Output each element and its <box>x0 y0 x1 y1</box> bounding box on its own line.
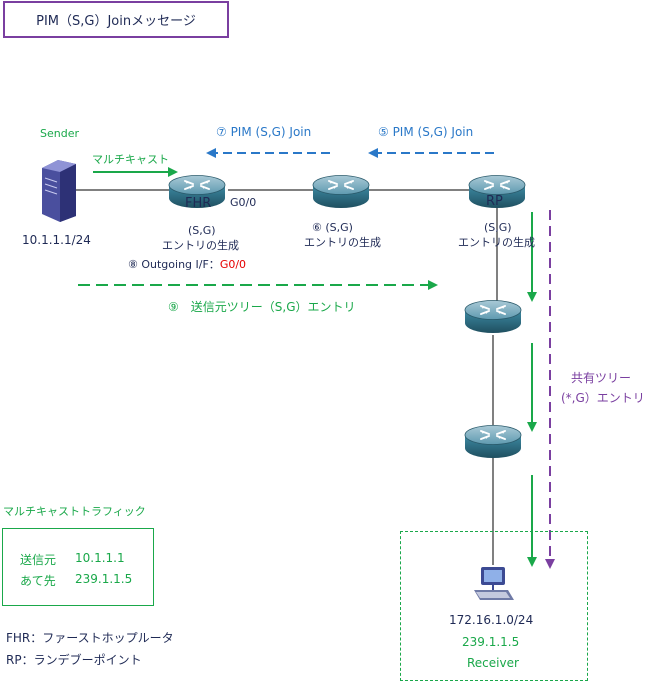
traffic-header: マルチキャストトラフィック <box>3 505 146 518</box>
traffic-dst-value: 239.1.1.5 <box>75 572 133 586</box>
page-title-text: PIM（S,G）Joinメッセージ <box>36 14 196 29</box>
sender-label: Sender <box>40 127 79 140</box>
sender-ip: 10.1.1.1/24 <box>22 233 91 247</box>
shared-tree-line2: (*,G）エントリ <box>561 391 645 405</box>
traffic-dst-label: あて先 <box>20 574 56 588</box>
receiver-subnet: 172.16.1.0/24 <box>449 613 534 627</box>
page-title: PIM（S,G）Joinメッセージ <box>3 1 229 38</box>
source-tree-label: ⑨ 送信元ツリー（S,G）エントリ <box>168 300 356 314</box>
outgoing-value: G0/0 <box>219 258 247 271</box>
receiver-box <box>400 531 588 681</box>
traffic-src-value: 10.1.1.1 <box>75 551 125 565</box>
fhr-entry-text: エントリの生成 <box>162 239 239 252</box>
rp-entry-text: エントリの生成 <box>458 236 535 249</box>
receiver-group: 239.1.1.5 <box>462 635 520 649</box>
fhr-name: FHR <box>185 196 212 211</box>
router-icon <box>464 300 522 334</box>
mid-entry-sg: ⑥ (S,G) <box>312 221 353 234</box>
router-icon <box>312 175 370 209</box>
traffic-box: 送信元 10.1.1.1 あて先 239.1.1.5 <box>2 528 154 606</box>
traffic-src-label: 送信元 <box>20 553 57 567</box>
mid-entry-text: エントリの生成 <box>304 236 381 249</box>
receiver-label: Receiver <box>467 656 519 670</box>
router-icon <box>464 425 522 459</box>
pc-icon <box>474 567 514 600</box>
shared-tree-line1: 共有ツリー <box>571 371 632 385</box>
join5-label: ⑤ PIM (S,G) Join <box>378 125 474 139</box>
join7-label: ⑦ PIM (S,G) Join <box>216 125 312 139</box>
outgoing-prefix: ⑧ Outgoing I/F： <box>128 258 220 271</box>
legend-rp: RP：ランデブーポイント <box>6 653 142 667</box>
multicast-label: マルチキャスト <box>92 153 169 166</box>
fhr-interface: G0/0 <box>230 196 257 209</box>
server-icon <box>42 160 76 222</box>
rp-name: RP <box>486 194 503 209</box>
outgoing-interface: ⑧ Outgoing I/F：G0/0 <box>128 256 246 272</box>
rp-entry-sg: (S,G) <box>484 221 512 234</box>
fhr-entry-sg: (S,G) <box>188 224 216 237</box>
legend-fhr: FHR：ファーストホップルータ <box>6 631 174 645</box>
